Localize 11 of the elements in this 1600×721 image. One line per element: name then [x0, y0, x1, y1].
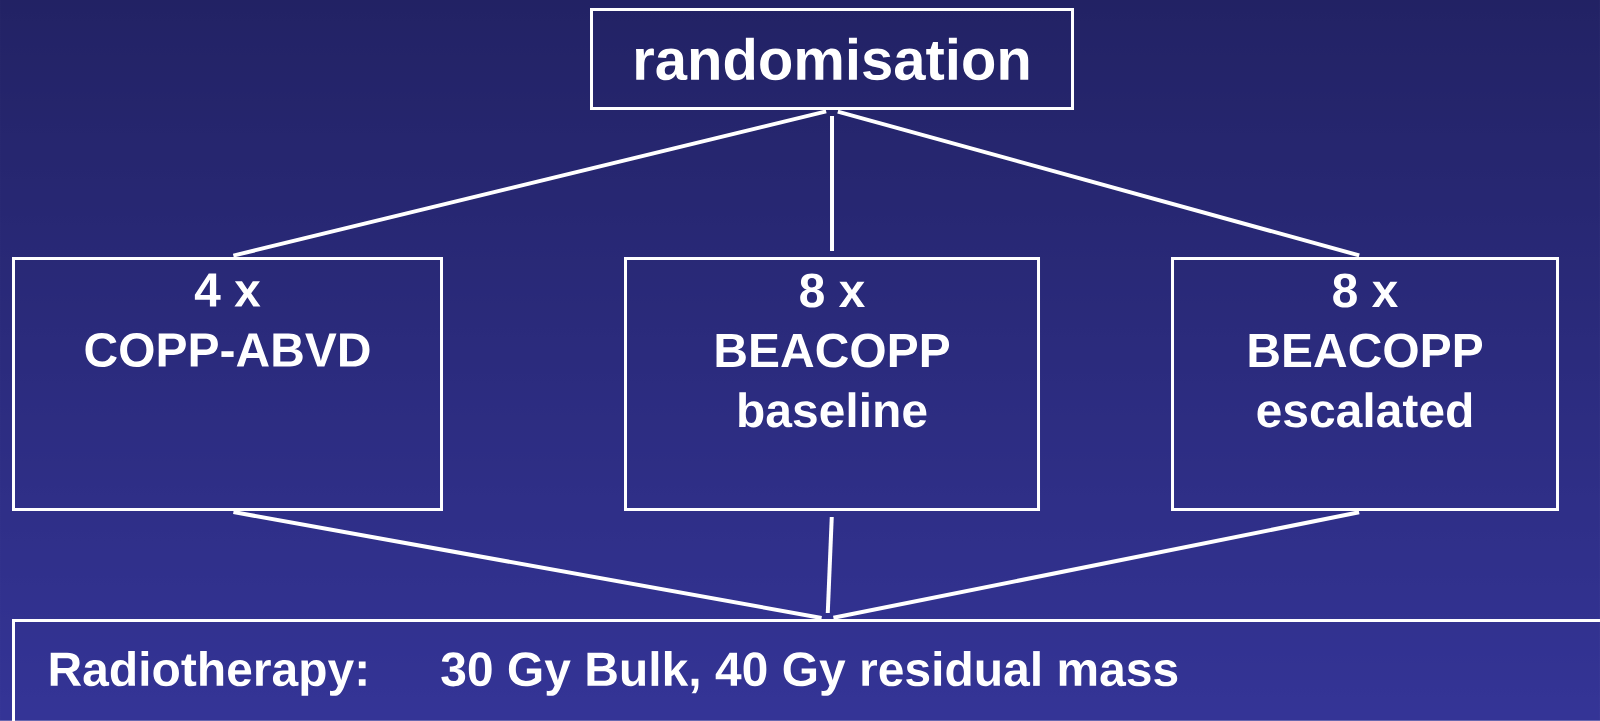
treatment-box: 4 x COPP-ABVD [12, 257, 443, 511]
connector-line [837, 109, 1360, 258]
connector-line [825, 516, 834, 614]
treatment-box: 8 x BEACOPP baseline [624, 257, 1040, 511]
connector-line [830, 116, 834, 251]
connector-line [233, 510, 822, 620]
treatment-box: 8 x BEACOPP escalated [1171, 257, 1559, 511]
radiotherapy-box: Radiotherapy: 30 Gy Bulk, 40 Gy residual mass [12, 619, 1600, 721]
randomisation-box: randomisation [590, 8, 1074, 110]
connector-line [833, 510, 1360, 620]
connector-line [232, 109, 827, 258]
